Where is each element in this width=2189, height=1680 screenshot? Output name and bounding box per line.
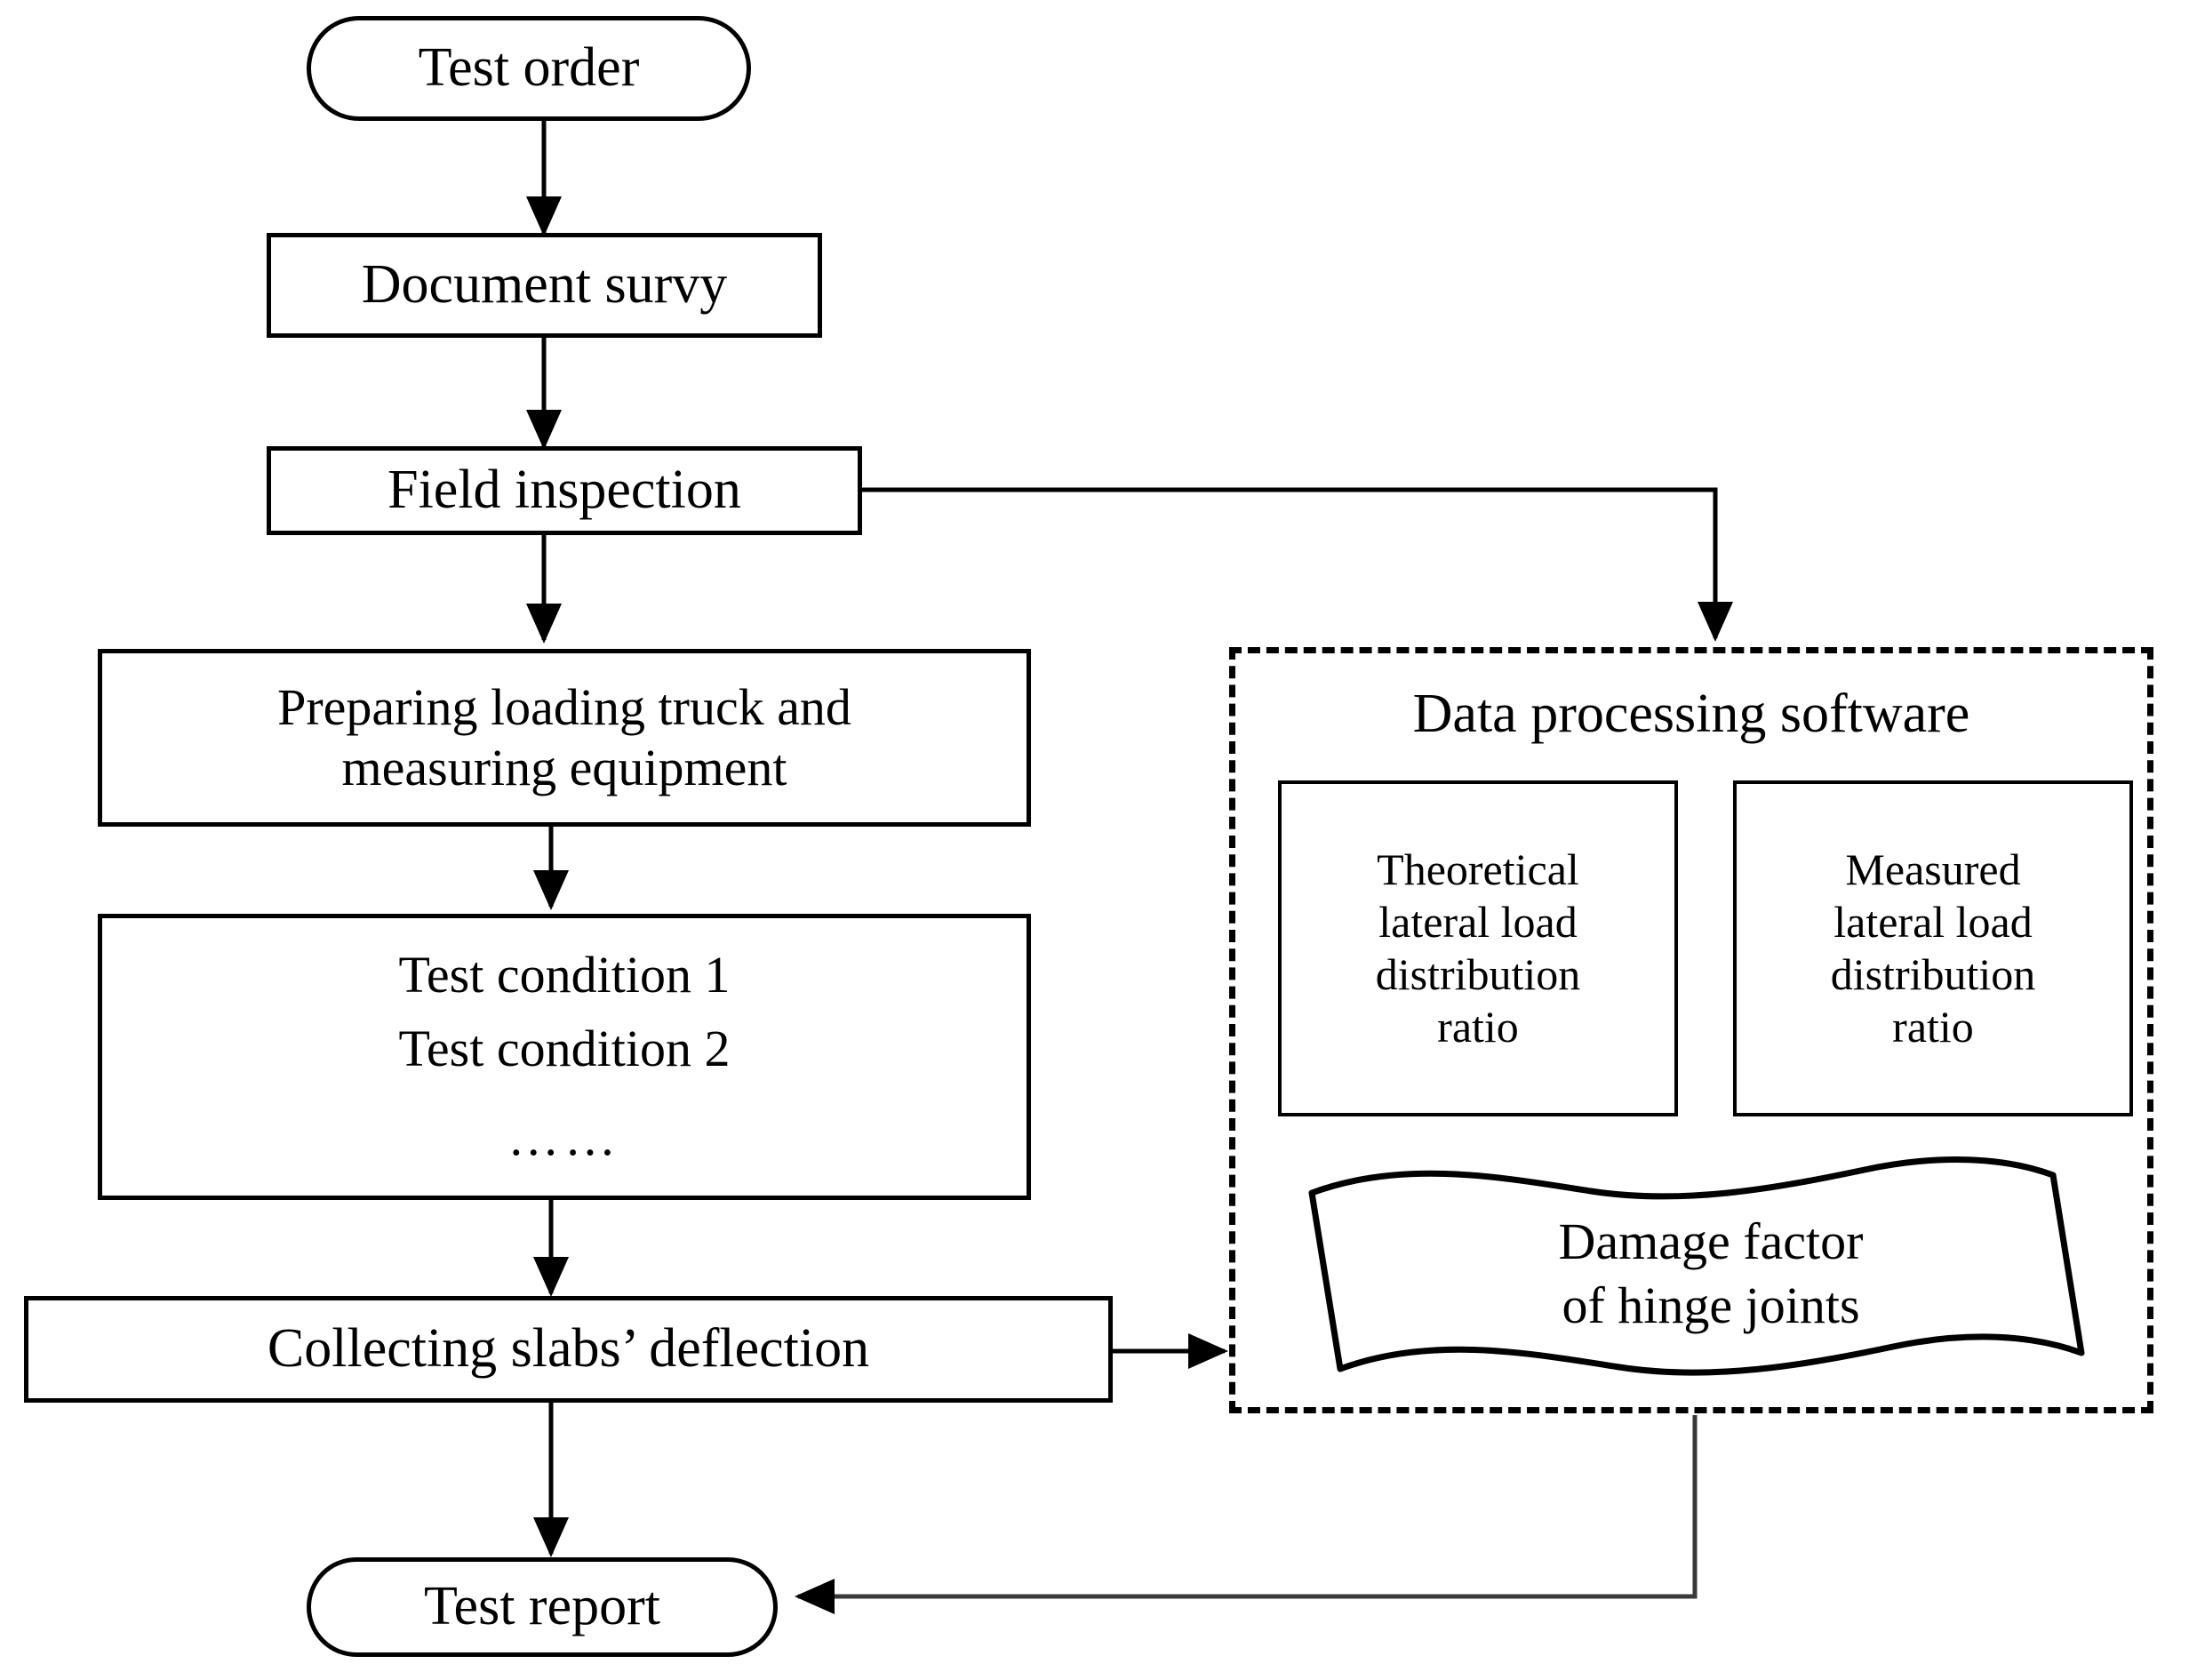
connector-field-inspection-to-software [862, 487, 1733, 643]
node-collecting-deflection[interactable]: Collecting slabs’ deflection [24, 1296, 1113, 1403]
node-test-conditions[interactable]: Test condition 1 Test condition 2 …… [98, 914, 1031, 1200]
node-preparing-line2: measuring equipment [341, 739, 787, 796]
node-preparing-line1: Preparing loading truck and [277, 677, 851, 736]
box-theoretical-line1: Theoretical [1377, 844, 1579, 894]
box-theoretical-line4: ratio [1437, 1002, 1519, 1052]
node-test-report[interactable]: Test report [307, 1557, 778, 1657]
node-test-condition-2: Test condition 2 [398, 1019, 731, 1077]
box-theoretical-line2: lateral load [1378, 897, 1578, 947]
node-test-order-label: Test order [418, 37, 640, 99]
wavy-document-icon [1308, 1156, 2085, 1376]
box-measured-line3: distribution [1830, 949, 2036, 999]
document-damage-factor-line1: Damage factor [1558, 1212, 1864, 1270]
node-document-survey-label: Document survy [361, 254, 728, 316]
box-theoretical-line3: distribution [1375, 949, 1581, 999]
node-document-survey[interactable]: Document survy [267, 233, 822, 338]
node-field-inspection[interactable]: Field inspection [267, 446, 862, 535]
node-test-report-label: Test report [424, 1576, 660, 1637]
box-measured-line1: Measured [1845, 844, 2021, 894]
node-collecting-label: Collecting slabs’ deflection [267, 1318, 870, 1380]
group-title-data-processing-software: Data processing software [1412, 684, 1970, 744]
node-field-inspection-label: Field inspection [387, 460, 741, 521]
group-data-processing-software[interactable] [1229, 647, 2153, 1413]
document-damage-factor-of-hinge-joints[interactable]: Damage factor of hinge joints [1306, 1147, 2115, 1382]
connector-software-to-test-report [794, 1415, 1698, 1614]
node-test-order[interactable]: Test order [307, 16, 751, 121]
box-measured-line2: lateral load [1833, 897, 2033, 947]
node-test-condition-1: Test condition 1 [398, 946, 731, 1004]
document-damage-factor-line2: of hinge joints [1562, 1276, 1860, 1334]
box-theoretical-lateral-load-distribution-ratio[interactable]: Theoretical lateral load distribution ra… [1278, 780, 1678, 1116]
node-test-conditions-ellipsis: …… [507, 1108, 621, 1167]
box-measured-lateral-load-distribution-ratio[interactable]: Measured lateral load distribution ratio [1733, 780, 2133, 1116]
node-preparing-equipment[interactable]: Preparing loading truck and measuring eq… [98, 649, 1031, 827]
box-measured-line4: ratio [1892, 1002, 1974, 1052]
